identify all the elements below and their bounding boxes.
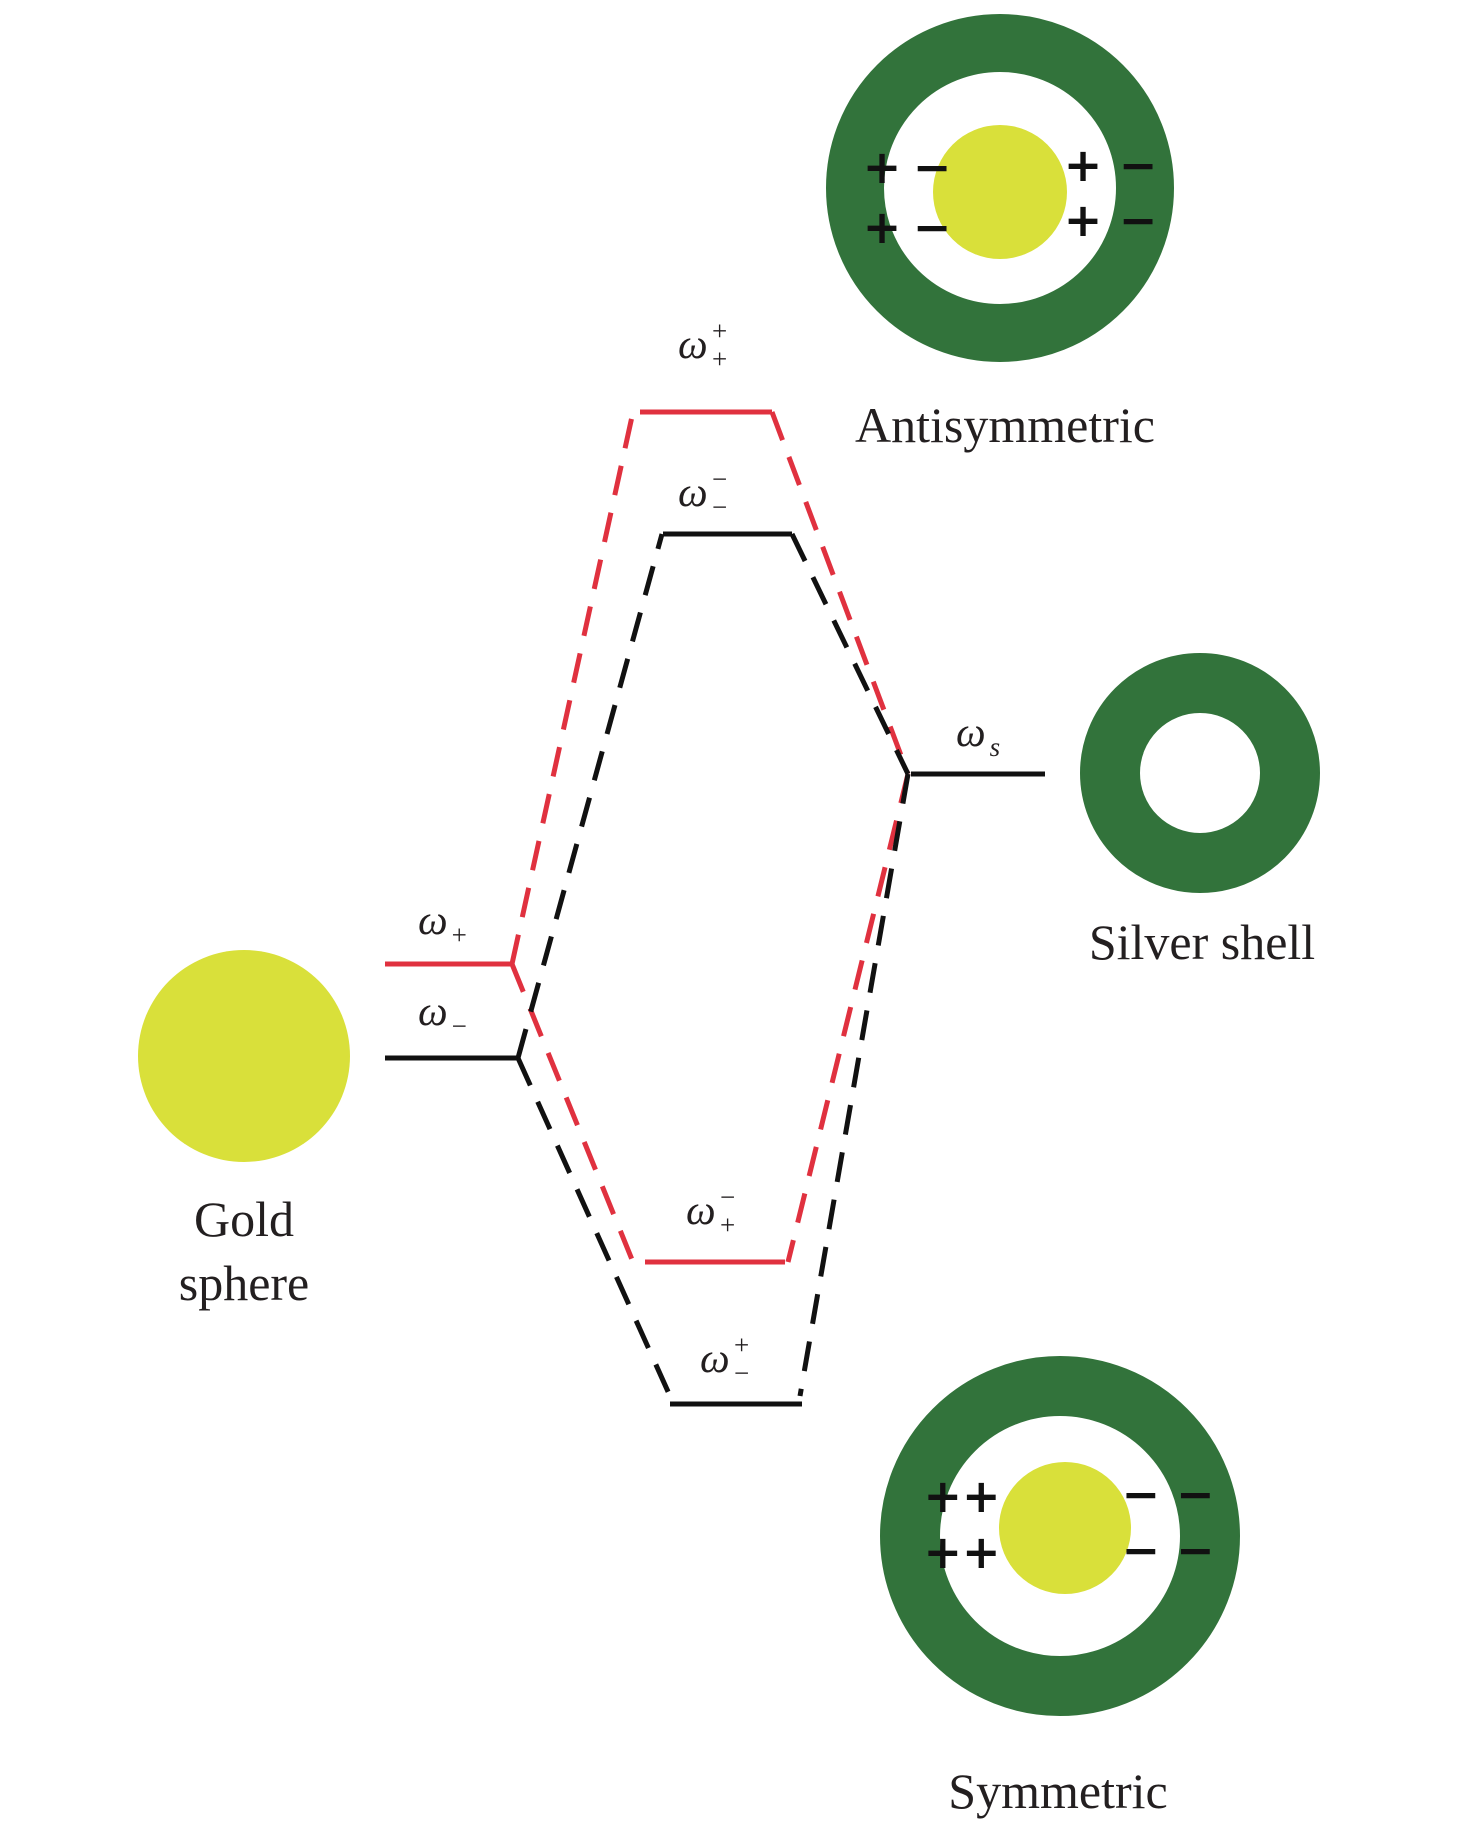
label-omega-minus-minus: ω bbox=[678, 470, 708, 516]
antisymmetric-charge-plus-left-bottom: + bbox=[863, 200, 902, 254]
gold-sphere-group: Gold sphere bbox=[138, 950, 350, 1311]
symmetric-charge-minus-top: − − bbox=[1121, 1467, 1214, 1521]
symmetric-label: Symmetric bbox=[948, 1763, 1167, 1819]
symmetric-structure: ++ ++ − − − − Symmetric bbox=[880, 1356, 1240, 1819]
label-omega-plus-plus: ω bbox=[678, 322, 708, 368]
black-dashed-link-shell-to-minusplus bbox=[797, 773, 911, 1397]
label-omega-minus-plus-sup: + bbox=[734, 1330, 749, 1360]
gold-sphere bbox=[138, 950, 350, 1162]
label-omega-minus-minus-sup: − bbox=[712, 464, 727, 494]
label-omega-plus-minus-sup: − bbox=[720, 1182, 735, 1212]
label-omega-minus-plus-sub: − bbox=[734, 1358, 749, 1388]
label-omega-minus-plus: ω bbox=[700, 1336, 730, 1382]
gold-sphere-label-line2: sphere bbox=[179, 1255, 310, 1311]
antisymmetric-charge-plus-left-top: + bbox=[863, 140, 902, 194]
label-omega-plus: ω+ bbox=[418, 898, 467, 950]
symmetric-gold-core bbox=[999, 1462, 1131, 1594]
label-omega-plus-minus-sub: + bbox=[720, 1210, 735, 1240]
black-dashed-link-minusminus-to-shell bbox=[789, 532, 911, 776]
antisymmetric-label: Antisymmetric bbox=[855, 397, 1155, 453]
red-dashed-link-plus-to-plusplus bbox=[509, 411, 636, 965]
red-dashed-link-plusplus-to-shell bbox=[769, 411, 911, 775]
antisymmetric-charge-minus-left-top: − bbox=[913, 140, 952, 194]
antisymmetric-charge-minus-right-bottom: − bbox=[1119, 193, 1158, 247]
label-omega-plus-plus-sub: + bbox=[712, 344, 727, 374]
antisymmetric-structure: + − + − + − + − Antisymmetric bbox=[826, 14, 1174, 453]
antisymmetric-gold-core bbox=[933, 125, 1067, 259]
correlation-lines bbox=[509, 411, 911, 1398]
antisymmetric-charge-minus-left-bottom: − bbox=[913, 200, 952, 254]
energy-levels bbox=[385, 409, 1045, 1407]
label-omega-plus-minus: ω bbox=[686, 1188, 716, 1234]
gold-sphere-label-line1: Gold bbox=[194, 1191, 294, 1247]
red-dashed-link-shell-to-plusminus bbox=[785, 773, 911, 1263]
black-dashed-link-minus-to-minusminus bbox=[515, 533, 665, 1059]
silver-shell bbox=[1080, 653, 1320, 893]
label-omega-plus-plus-sup: + bbox=[712, 316, 727, 346]
antisymmetric-charge-plus-right-bottom: + bbox=[1064, 193, 1103, 247]
symmetric-charge-plus-top: ++ bbox=[923, 1469, 1000, 1523]
black-dashed-link-minus-to-minusplus bbox=[515, 1056, 673, 1398]
symmetric-charge-plus-bottom: ++ bbox=[923, 1525, 1000, 1579]
label-omega-minus-minus-sub: − bbox=[712, 492, 727, 522]
silver-shell-label: Silver shell bbox=[1089, 914, 1315, 970]
antisymmetric-charge-plus-right-top: + bbox=[1064, 138, 1103, 192]
label-omega-minus: ω− bbox=[418, 989, 467, 1041]
antisymmetric-charge-minus-right-top: − bbox=[1119, 138, 1158, 192]
symmetric-charge-minus-bottom: − − bbox=[1121, 1523, 1214, 1577]
silver-shell-group: Silver shell bbox=[1080, 653, 1320, 970]
red-dashed-link-plus-to-plusminus bbox=[509, 963, 636, 1263]
